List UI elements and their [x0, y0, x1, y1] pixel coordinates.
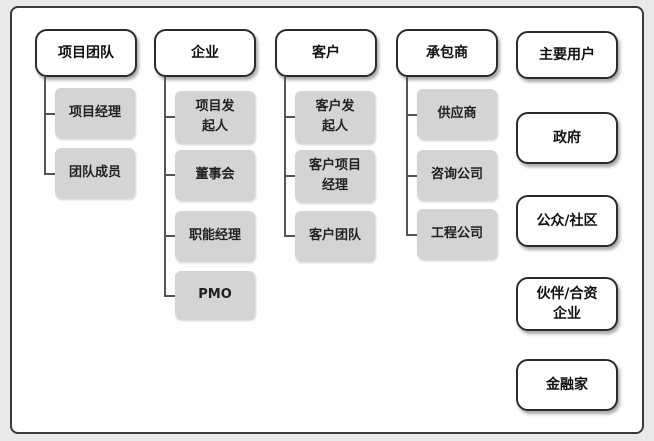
stakeholder-label: 政府 [553, 129, 581, 146]
connector-horizontal [164, 116, 175, 118]
column-head-label: 项目团队 [58, 44, 114, 61]
connector-horizontal [164, 235, 175, 237]
child-box: 客户发起人 [295, 91, 375, 143]
connector-horizontal [406, 175, 417, 177]
stakeholder-box: 伙伴/合资企业 [516, 277, 618, 331]
child-box: 供应商 [417, 89, 497, 139]
connector-horizontal [164, 174, 175, 176]
stakeholder-box: 主要用户 [516, 31, 618, 79]
stakeholder-box: 公众/社区 [516, 195, 618, 247]
connector-vertical [284, 77, 286, 235]
child-label: 咨询公司 [430, 166, 483, 182]
connector-horizontal [284, 175, 295, 177]
connector-horizontal [44, 113, 55, 115]
connector-horizontal [406, 234, 417, 236]
child-box: 工程公司 [417, 209, 497, 259]
column-head-label: 客户 [312, 44, 340, 61]
child-label: PMO [198, 286, 232, 302]
child-label: 客户发起人 [315, 98, 355, 134]
stakeholder-label: 主要用户 [539, 46, 595, 63]
child-box: 团队成员 [55, 148, 135, 198]
connector-vertical [164, 77, 166, 295]
connector-horizontal [44, 173, 55, 175]
stakeholder-box: 政府 [516, 112, 618, 164]
column-head-customer: 客户 [275, 29, 377, 77]
connector-vertical [44, 77, 46, 174]
column-head-contractor: 承包商 [396, 29, 498, 77]
child-label: 项目发起人 [195, 98, 235, 134]
stakeholder-label: 公众/社区 [536, 212, 598, 229]
connector-horizontal [406, 114, 417, 116]
stakeholder-label: 伙伴/合资企业 [536, 285, 598, 322]
connector-vertical [406, 77, 408, 234]
column-head-enterprise: 企业 [154, 29, 256, 77]
child-box: 客户团队 [295, 211, 375, 261]
child-box: 客户项目经理 [295, 150, 375, 202]
child-box: 咨询公司 [417, 150, 497, 200]
stakeholder-box: 金融家 [516, 359, 618, 411]
connector-horizontal [164, 295, 175, 297]
child-box: 董事会 [175, 150, 255, 200]
child-box: 项目经理 [55, 88, 135, 138]
child-label: 工程公司 [430, 225, 483, 241]
child-label: 供应商 [437, 105, 477, 121]
stakeholder-label: 金融家 [546, 376, 588, 393]
child-label: 项目经理 [68, 104, 121, 120]
column-head-project-team: 项目团队 [35, 29, 137, 77]
child-label: 董事会 [195, 166, 235, 182]
column-head-label: 企业 [191, 44, 219, 61]
child-label: 职能经理 [188, 227, 241, 243]
child-label: 客户团队 [308, 227, 361, 243]
child-box: PMO [175, 271, 255, 319]
column-head-label: 承包商 [426, 44, 468, 61]
child-box: 项目发起人 [175, 91, 255, 143]
child-label: 客户项目经理 [308, 157, 361, 193]
child-label: 团队成员 [68, 164, 121, 180]
connector-horizontal [284, 235, 295, 237]
child-box: 职能经理 [175, 211, 255, 261]
connector-horizontal [284, 116, 295, 118]
